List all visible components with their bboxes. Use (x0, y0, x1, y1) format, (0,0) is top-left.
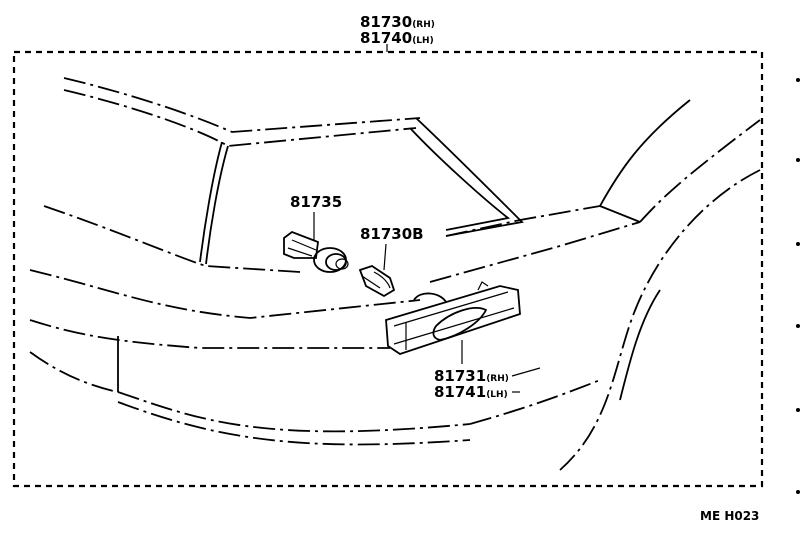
bulb-leader-line (383, 243, 387, 271)
edge-marks (796, 78, 800, 494)
bulb-socket (283, 230, 349, 273)
lens-rh-tick (511, 367, 541, 377)
car-body-outline (29, 77, 761, 471)
assembly-rh-label: 81730(RH) (360, 13, 435, 31)
assembly-lh-label: 81740(LH) (360, 29, 434, 47)
assembly-boundary-box (12, 50, 764, 488)
socket-label: 81735 (290, 193, 342, 211)
bulb-label: 81730B (360, 225, 424, 243)
side-marker-lens (385, 281, 521, 355)
figure-code: ME H023 (700, 509, 759, 523)
wedge-bulb (358, 265, 396, 298)
lens-rh-label: 81731(RH) (434, 367, 509, 385)
lens-lh-label: 81741(LH) (434, 383, 508, 401)
